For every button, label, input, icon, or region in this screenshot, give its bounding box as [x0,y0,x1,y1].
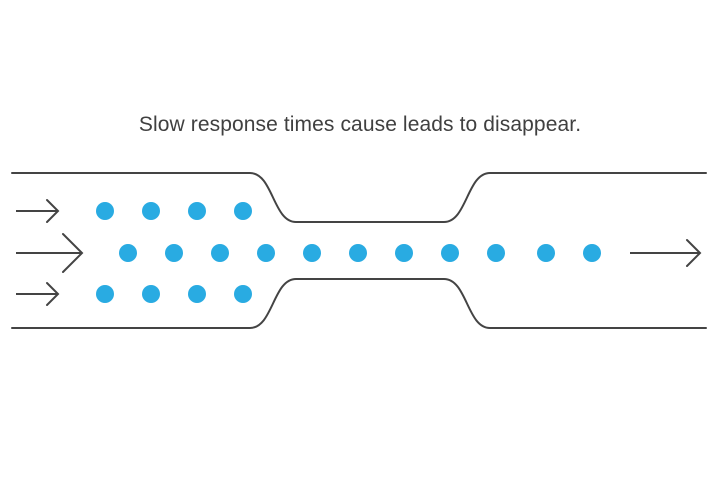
outlet-arrow-head [686,239,702,267]
pipe-wall-bottom [11,278,707,329]
lead-dot [96,202,114,220]
lead-dot [487,244,505,262]
inlet-arrow-middle-head [62,233,84,273]
lead-dot [188,202,206,220]
lead-dot [395,244,413,262]
dot-row-top [96,202,252,220]
inlet-arrow-middle [16,233,84,273]
lead-dot [142,285,160,303]
pipe-wall-top [11,172,707,223]
inlet-arrow-top-head [46,199,60,223]
lead-dot [234,285,252,303]
lead-dot [142,202,160,220]
dot-row-middle [119,244,601,262]
lead-dot [165,244,183,262]
outlet-arrow [630,239,702,267]
lead-dot [583,244,601,262]
lead-dot [303,244,321,262]
outlet-arrows-group [630,239,702,267]
lead-dot [537,244,555,262]
lead-dot [441,244,459,262]
inlet-arrows-group [16,199,84,306]
inlet-arrow-top [16,199,60,223]
page-title: Slow response times cause leads to disap… [138,113,582,136]
pipe-walls-group [11,172,707,329]
lead-dot [211,244,229,262]
lead-dot [257,244,275,262]
inlet-arrow-bottom-head [46,282,60,306]
lead-dot [96,285,114,303]
inlet-arrow-bottom [16,282,60,306]
dot-row-bottom [96,285,252,303]
lead-dot [188,285,206,303]
lead-dots-group [96,202,601,303]
lead-dot [349,244,367,262]
lead-dot [234,202,252,220]
lead-dot [119,244,137,262]
